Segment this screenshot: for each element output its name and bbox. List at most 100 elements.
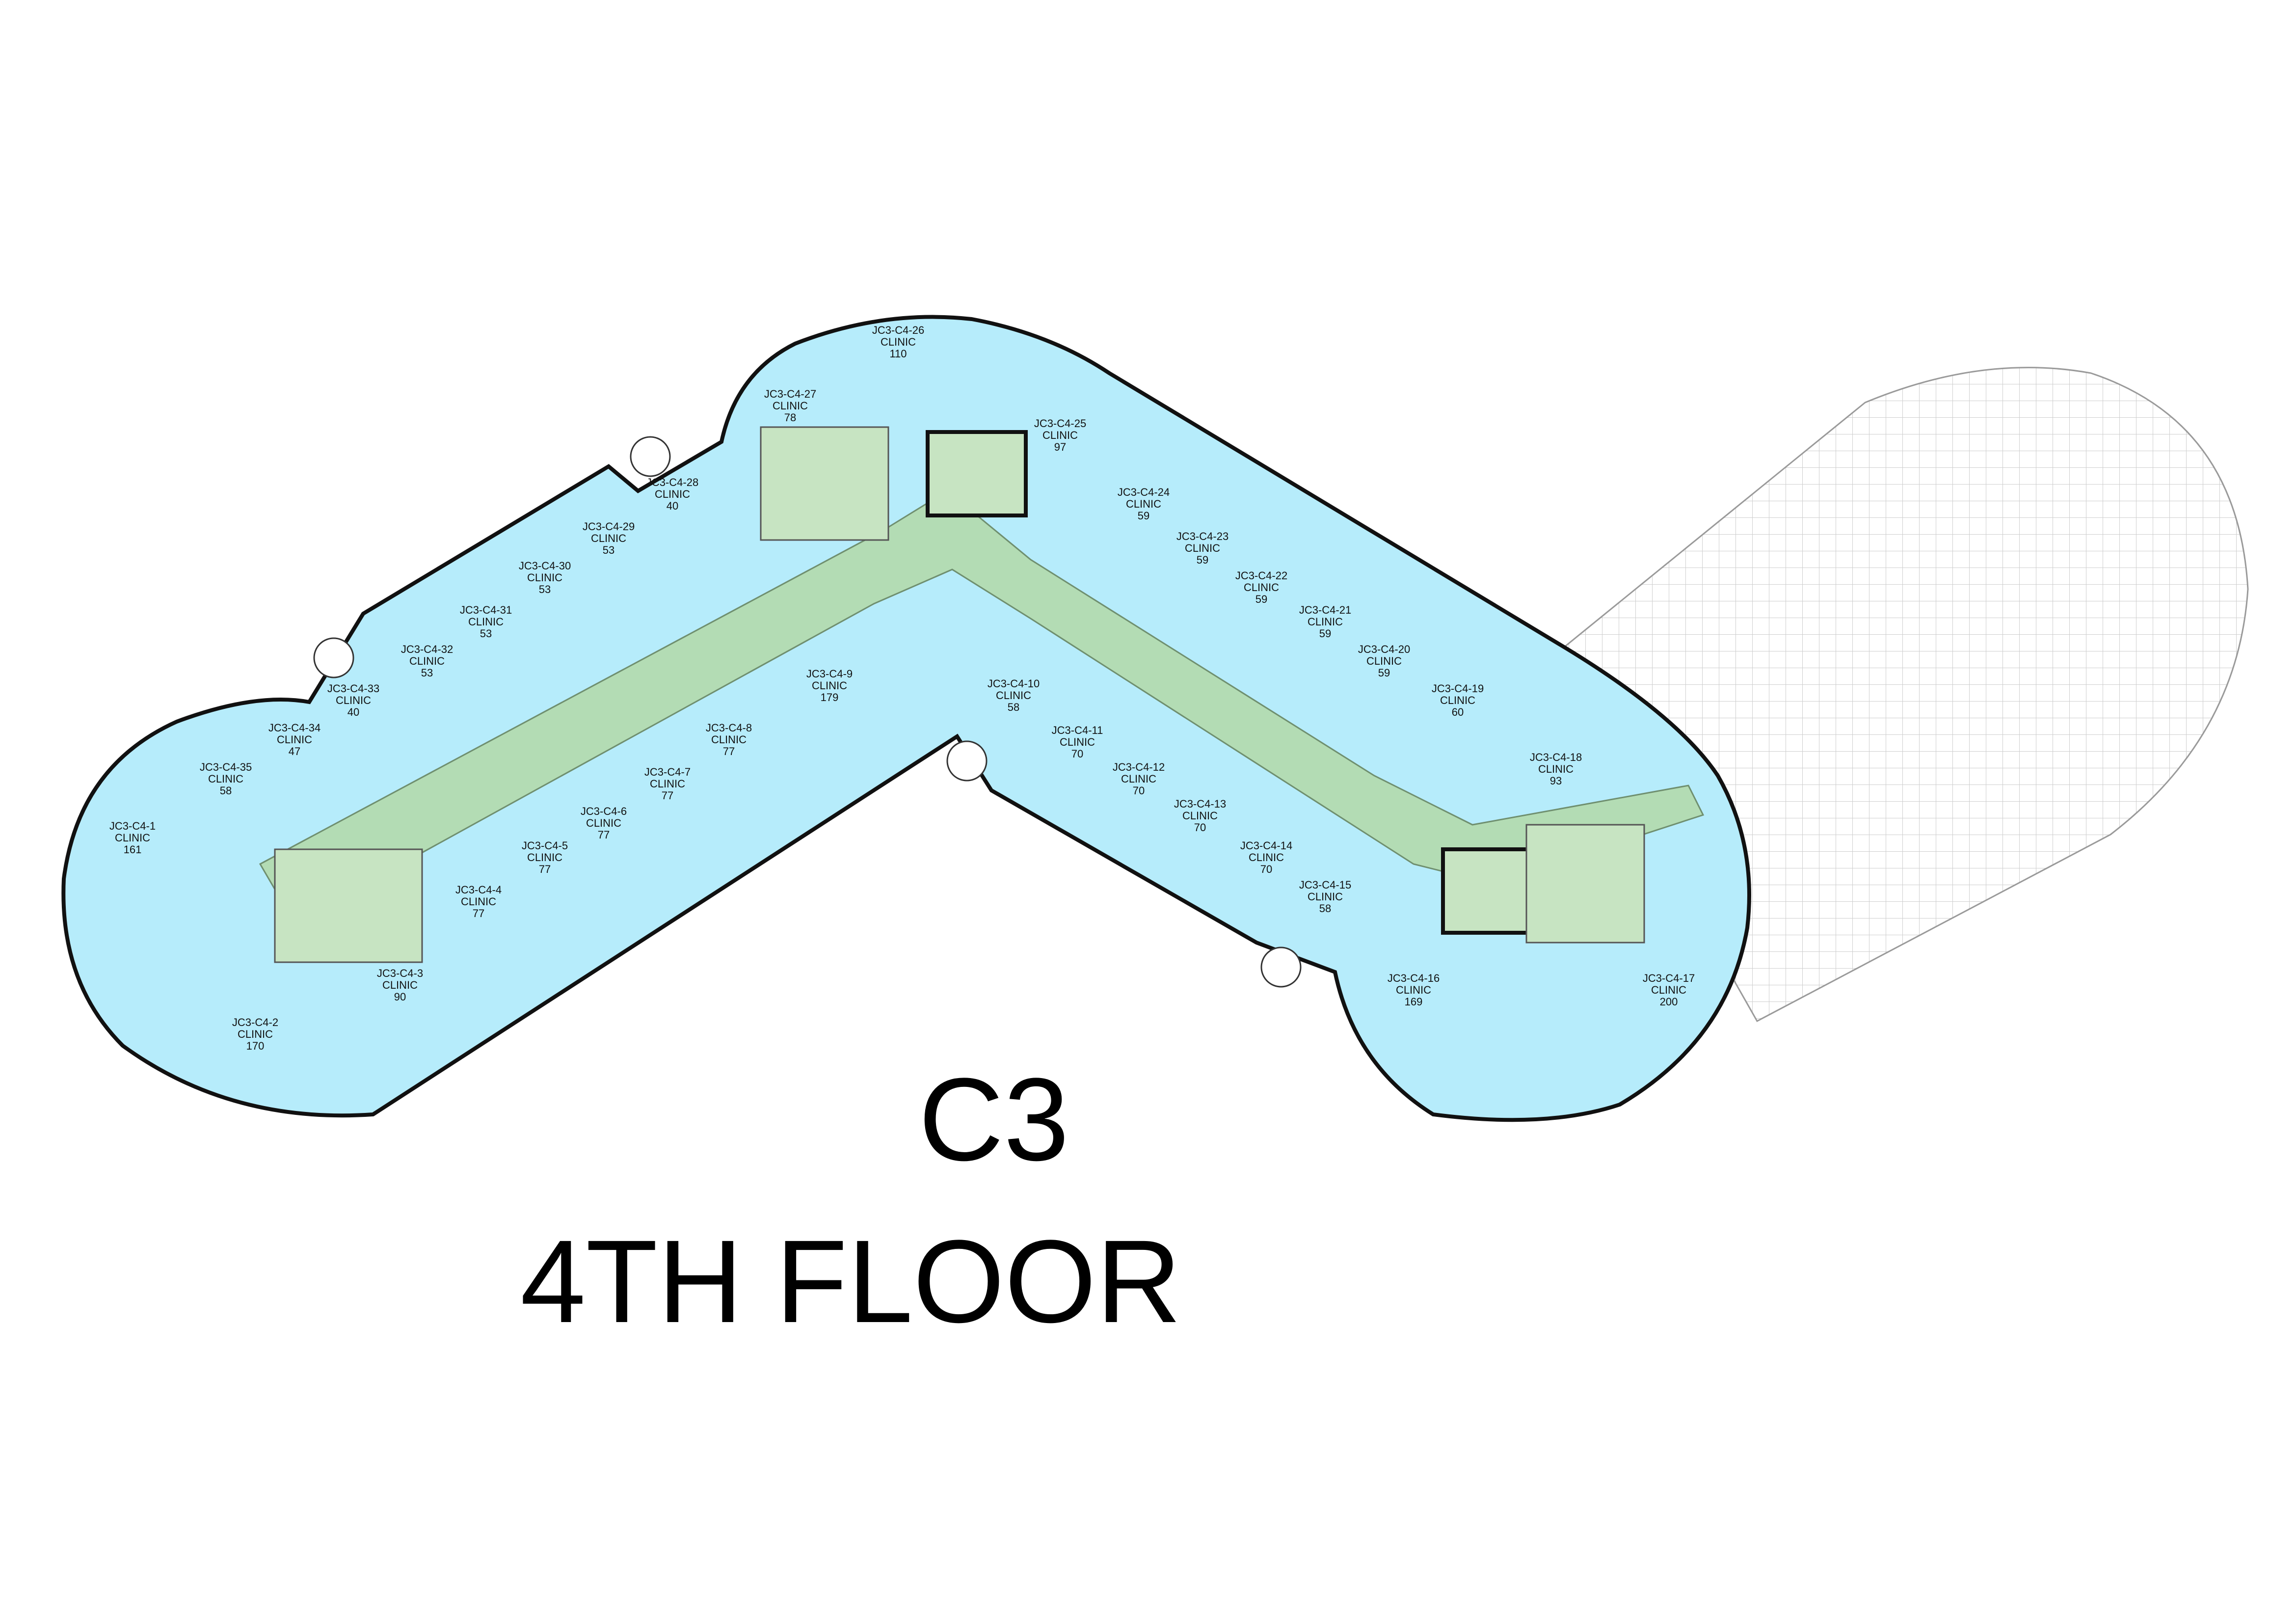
unit-area: 59 (1319, 627, 1331, 640)
unit-id: JC3-C4-9 (806, 668, 853, 680)
unit-use: CLINIC (1308, 891, 1343, 903)
unit-area: 70 (1260, 863, 1272, 875)
unit-area: 78 (784, 411, 796, 424)
unit-id: JC3-C4-11 (1052, 724, 1103, 736)
unit-area: 77 (598, 829, 610, 841)
unit-area: 77 (473, 907, 484, 920)
unit-use: CLINIC (382, 979, 418, 991)
unit-id: JC3-C4-25 (1034, 417, 1086, 430)
tree-icon (946, 740, 988, 782)
unit-id: JC3-C4-5 (522, 839, 568, 852)
unit-area: 200 (1660, 996, 1678, 1008)
unit-area: 70 (1071, 748, 1083, 760)
unit-area: 59 (1255, 593, 1267, 605)
unit-id: JC3-C4-8 (706, 722, 752, 734)
unit-id: JC3-C4-23 (1176, 530, 1228, 542)
unit-use: CLINIC (1244, 581, 1279, 594)
unit-use: CLINIC (277, 733, 312, 746)
unit-area: 53 (603, 544, 614, 556)
unit-area: 161 (124, 843, 142, 856)
unit-id: JC3-C4-10 (988, 677, 1040, 690)
unit-area: 58 (1319, 902, 1331, 915)
unit-id: JC3-C4-1 (109, 820, 156, 832)
unit-id: JC3-C4-6 (581, 805, 627, 817)
unit-use: CLINIC (655, 488, 690, 500)
unit-use: CLINIC (1308, 616, 1343, 628)
unit-area: 170 (246, 1040, 265, 1052)
tree-icon (630, 436, 671, 477)
unit-id: JC3-C4-32 (401, 643, 453, 655)
unit-area: 110 (889, 348, 907, 360)
unit-use: CLINIC (527, 571, 562, 584)
unit-id: JC3-C4-4 (455, 884, 502, 896)
stair-core-center (760, 426, 889, 541)
unit-use: CLINIC (1121, 773, 1156, 785)
unit-use: CLINIC (586, 817, 621, 829)
unit-area: 40 (347, 706, 359, 718)
unit-id: JC3-C4-15 (1299, 879, 1351, 891)
unit-use: CLINIC (812, 679, 847, 692)
unit-id: JC3-C4-16 (1388, 972, 1440, 984)
unit-id: JC3-C4-28 (646, 476, 698, 488)
unit-id: JC3-C4-30 (519, 560, 571, 572)
unit-area: 77 (662, 789, 673, 802)
unit-use: CLINIC (1182, 810, 1218, 822)
unit-use: CLINIC (881, 336, 916, 348)
unit-use: CLINIC (1060, 736, 1095, 748)
unit-use: CLINIC (1126, 498, 1161, 510)
unit-id: JC3-C4-33 (327, 682, 379, 695)
unit-use: CLINIC (1185, 542, 1220, 554)
unit-id: JC3-C4-19 (1432, 682, 1484, 695)
unit-area: 59 (1138, 510, 1149, 522)
unit-use: CLINIC (527, 851, 562, 864)
unit-id: JC3-C4-20 (1358, 643, 1410, 655)
unit-use: CLINIC (1538, 763, 1574, 775)
building-outline (61, 315, 1751, 1122)
unit-area: 53 (480, 627, 492, 640)
unit-use: CLINIC (115, 832, 150, 844)
unit-use: CLINIC (238, 1028, 273, 1040)
unit-id: JC3-C4-35 (200, 761, 252, 773)
unit-area: 77 (539, 863, 551, 875)
tree-icon (313, 637, 354, 678)
unit-use: CLINIC (773, 400, 808, 412)
unit-id: JC3-C4-29 (583, 520, 635, 533)
unit-area: 70 (1133, 784, 1145, 797)
unit-area: 70 (1194, 821, 1206, 834)
unit-id: JC3-C4-14 (1240, 839, 1292, 852)
unit-id: JC3-C4-24 (1118, 486, 1170, 498)
unit-area: 97 (1054, 441, 1066, 453)
unit-area: 179 (821, 691, 839, 703)
unit-area: 169 (1405, 996, 1423, 1008)
stair-core-left (274, 848, 423, 963)
unit-id: JC3-C4-26 (872, 324, 924, 336)
